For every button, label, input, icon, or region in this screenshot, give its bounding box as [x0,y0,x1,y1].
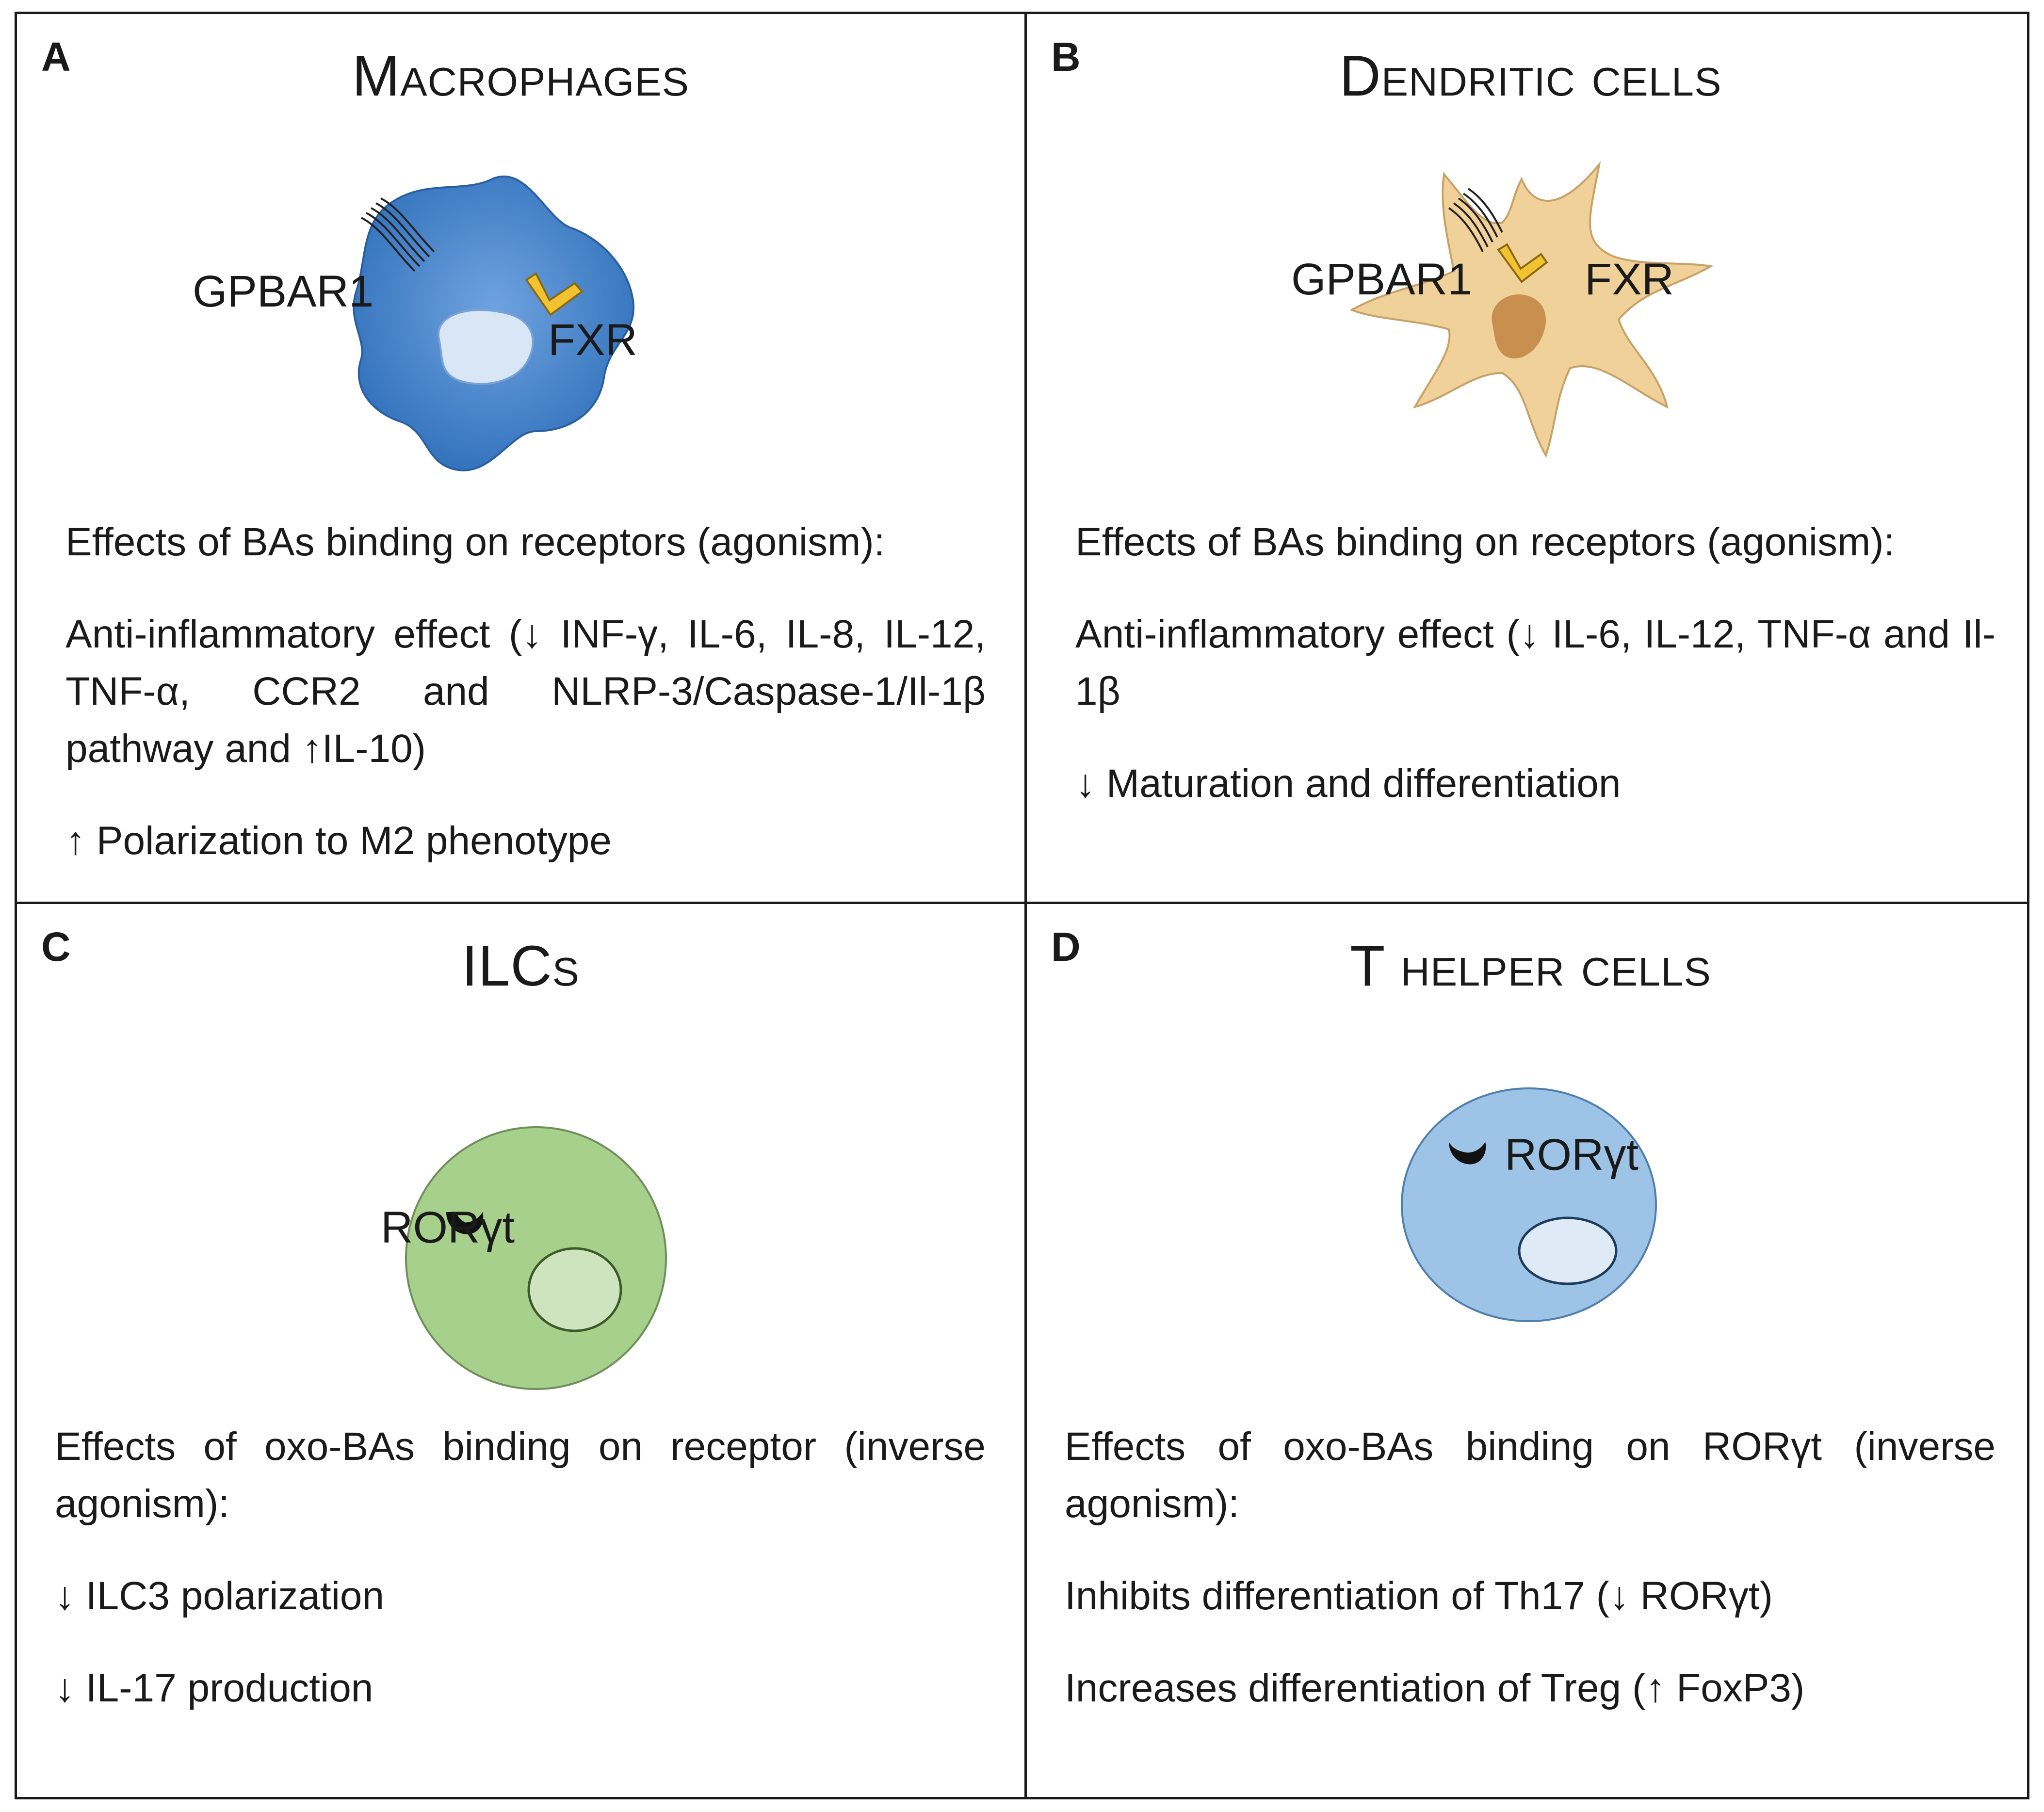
panel-letter: B [1051,34,1081,80]
effect-item: Inhibits differentiation of Th17 (↓ RORγ… [1065,1574,1773,1618]
rorgt-receptor-icon [1449,1142,1486,1165]
gpbar1-receptor-icon [361,197,435,272]
vertical-divider [1024,14,1027,1797]
t-helper-nucleus [1518,1216,1618,1285]
panel-dendritic-cells: B Dendritic cells GPBAR1 FXR Effects of … [1027,14,2034,902]
panel-title: T helper cells [1350,934,1711,998]
effect-item: ↓ Maturation and differentiation [1075,761,1621,806]
gpbar1-label: GPBAR1 [1291,255,1473,304]
fxr-label: FXR [1585,255,1674,304]
dendritic-cell-illustration [1349,161,1714,458]
ilc-nucleus [527,1247,622,1332]
fxr-label: FXR [548,315,637,365]
effects-heading: Effects of BAs binding on receptors (ago… [1075,520,1895,564]
effect-item: ↓ ILC3 polarization [55,1574,385,1618]
macrophage-cell-illustration [353,175,635,471]
panel-letter: A [41,34,71,80]
effects-heading: Effects of oxo-BAs binding on receptor (… [55,1424,986,1526]
fxr-receptor-icon [525,272,584,316]
effect-item: Anti-inflammatory effect (↓ IL-6, IL-12,… [1075,612,1995,713]
panel-title: ILCs [462,934,580,998]
panel-t-helper-cells: D T helper cells RORγt Effects of oxo-BA… [1027,904,2034,1799]
figure: A Macrophages GPBAR1 FXR Effect [15,12,2029,1799]
panel-ilcs: C ILCs RORγt Effects of oxo-BAs binding … [17,904,1024,1799]
t-helper-cell-illustration [1401,1087,1657,1322]
rorgt-label: RORγt [1505,1130,1638,1180]
ilc-body [405,1126,667,1390]
horizontal-divider [17,902,2027,904]
panel-macrophages: A Macrophages GPBAR1 FXR Effect [17,14,1024,902]
effect-item: Anti-inflammatory effect (↓ INF-γ, IL-6,… [65,612,986,771]
effect-item: ↓ IL-17 production [55,1666,373,1710]
effect-item: ↑ Polarization to M2 phenotype [65,819,612,863]
dendritic-nucleus [1492,294,1546,358]
effects-text: Effects of BAs binding on receptors (ago… [1075,514,1995,847]
panel-title: Macrophages [352,44,690,108]
effect-item: Increases differentiation of Treg (↑ Fox… [1065,1666,1805,1710]
macrophage-nucleus [438,309,534,385]
fxr-receptor-icon [1497,243,1548,283]
rorgt-label: RORγt [381,1203,515,1252]
gpbar1-receptor-icon [1448,188,1503,252]
effects-heading: Effects of BAs binding on receptors (ago… [65,520,885,564]
panel-title: Dendritic cells [1339,44,1722,108]
effects-heading: Effects of oxo-BAs binding on RORγt (inv… [1065,1424,1995,1526]
ilc-cell-illustration [405,1126,667,1390]
t-helper-body [1401,1087,1657,1322]
panel-letter: C [41,924,71,970]
gpbar1-label: GPBAR1 [193,267,374,316]
panel-letter: D [1051,924,1081,970]
effects-text: Effects of BAs binding on receptors (ago… [65,514,986,905]
effects-text: Effects of oxo-BAs binding on receptor (… [55,1418,986,1752]
effects-text: Effects of oxo-BAs binding on RORγt (inv… [1065,1418,1995,1752]
